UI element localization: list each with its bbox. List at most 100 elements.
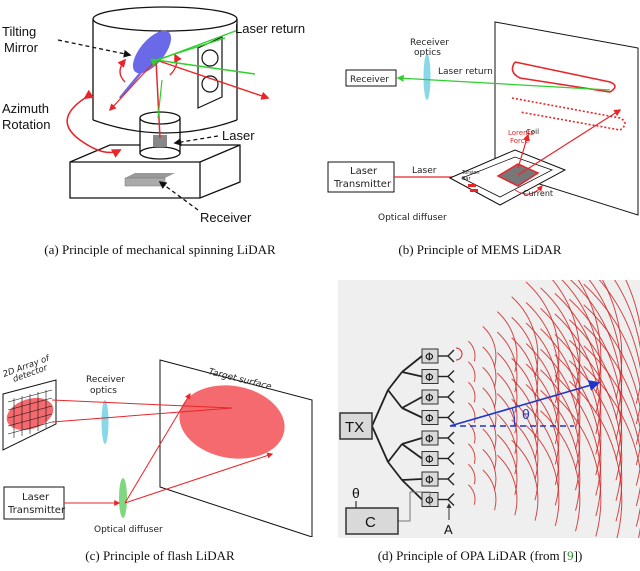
- wavefront-arc: [525, 425, 560, 527]
- opa-tx-label: TX: [345, 419, 364, 436]
- feed-branch: [371, 425, 389, 463]
- wavefront-arc: [525, 384, 560, 486]
- panel-mems-lidar: Receiver Receiver optics Laser return La…: [320, 0, 640, 235]
- wavefront-arc: [540, 348, 581, 470]
- wavefront-arc: [554, 354, 602, 496]
- wavefront-arc: [482, 408, 497, 449]
- opa-wavefronts: [455, 280, 640, 538]
- flash-laser-transmitter: [3, 486, 65, 520]
- wavefront-arc: [540, 389, 581, 511]
- mechanical-lidar-diagram: Tilting Mirror Laser return Azimuth Rota…: [2, 6, 305, 225]
- wavefront-arc: [554, 313, 602, 455]
- feed-branch: [401, 396, 423, 409]
- antenna: [447, 472, 455, 486]
- label-flash-ro-1: Receiver: [86, 375, 125, 385]
- wavefront-arc: [540, 328, 581, 450]
- feed-branch: [401, 443, 423, 460]
- caption-d-ref[interactable]: 9: [567, 548, 574, 563]
- wavefront-arc: [511, 439, 539, 521]
- phase-shifter-label: Φ: [425, 453, 434, 466]
- label-torsion: Torsion: [461, 170, 480, 176]
- wavefront-arc: [496, 454, 518, 516]
- label-ro-2: optics: [414, 48, 441, 58]
- emitter-arc: [455, 347, 463, 361]
- label-force: Force: [510, 137, 529, 145]
- label-laser-return: Laser return: [235, 21, 305, 36]
- wavefront-arc: [554, 293, 602, 435]
- wavefront-arc: [540, 410, 581, 532]
- label-receiver: Receiver: [200, 210, 252, 225]
- opa-theta-control: θ: [352, 485, 360, 501]
- feed-branch: [401, 407, 423, 419]
- wavefront-arc: [468, 361, 476, 382]
- wavefront-arc: [583, 283, 640, 466]
- wavefront-arc: [540, 307, 581, 429]
- wavefront-arc: [482, 469, 497, 511]
- wavefront-arc: [554, 334, 602, 476]
- opa-background: [338, 280, 640, 538]
- mems-receiver-box: [345, 69, 397, 87]
- opa-steered-beam: [449, 380, 601, 427]
- wavefront-arc: [583, 345, 640, 527]
- antenna: [447, 349, 455, 363]
- feed-branch: [387, 461, 403, 481]
- phase-shifter-label: Φ: [425, 412, 434, 425]
- opa-theta-angle: θ: [522, 406, 530, 422]
- wavefront-arc: [525, 404, 560, 506]
- label-rotation: Rotation: [2, 117, 50, 132]
- label-tilting: Tilting: [2, 24, 36, 39]
- wavefront-arc: [598, 280, 640, 445]
- rotating-head-top: [92, 6, 238, 32]
- opa-c-box: [345, 507, 399, 535]
- wavefront-arc: [625, 280, 640, 404]
- wavefront-arc: [468, 402, 476, 423]
- laser-beam-vertical: [155, 59, 161, 139]
- wavefront-arc: [482, 346, 497, 388]
- mems-scan-beam: [517, 109, 622, 176]
- label-ro-1: Receiver: [410, 38, 449, 48]
- feed-branch: [387, 443, 403, 463]
- feed-branch: [401, 478, 423, 481]
- caption-d-prefix: (d) Principle of OPA LiDAR (from [: [377, 548, 568, 563]
- antenna: [447, 370, 455, 383]
- wavefront-arc: [540, 287, 581, 409]
- label-current: Current: [523, 189, 553, 198]
- wavefront-arc: [468, 381, 476, 403]
- caption-b: (b) Principle of MEMS LiDAR: [398, 242, 562, 257]
- wavefront-arc: [554, 375, 602, 517]
- antenna: [447, 493, 455, 506]
- wavefront-arc: [540, 369, 581, 491]
- feed-branch: [387, 371, 403, 391]
- opa-a-label: A: [444, 522, 453, 537]
- wavefront-arc: [482, 449, 497, 490]
- phase-shifter-label: Φ: [425, 433, 434, 446]
- feed-branch: [401, 479, 423, 501]
- antenna: [447, 431, 455, 445]
- wavefront-arc: [554, 395, 602, 537]
- label-mems-laser-return: Laser return: [438, 67, 493, 77]
- label-mems-laser: Laser: [412, 166, 437, 176]
- wavefront-arc: [468, 340, 476, 362]
- opa-tx-box: [339, 412, 373, 440]
- label-coil: Coil: [526, 128, 539, 136]
- label-flash-ro-2: optics: [90, 386, 117, 396]
- wavefront-arc: [561, 280, 602, 414]
- mems-receiver-label: Receiver: [350, 75, 389, 85]
- mems-return-beam: [396, 74, 611, 91]
- label-mems-optical-diffuser: Optical diffuser: [378, 213, 447, 223]
- opa-c-label: C: [365, 514, 376, 531]
- label-bar: Bar: [462, 176, 471, 182]
- wavefront-arc: [577, 280, 602, 394]
- tilting-mirror: [132, 30, 172, 74]
- wavefront-arc: [482, 326, 497, 367]
- flash-receiver-optics: [101, 400, 109, 444]
- caption-d: (d) Principle of OPA LiDAR (from [9]): [320, 548, 640, 564]
- receiver-sensor: [125, 173, 175, 178]
- flash-lidar-diagram: Target surface 2D Array of detector Rece…: [2, 353, 313, 537]
- antenna: [447, 390, 455, 404]
- label-lt-2: Transmitter: [333, 179, 392, 190]
- wavefront-arc: [468, 484, 476, 505]
- phase-shifter-label: Φ: [425, 371, 434, 384]
- wavefront-arc: [525, 363, 560, 465]
